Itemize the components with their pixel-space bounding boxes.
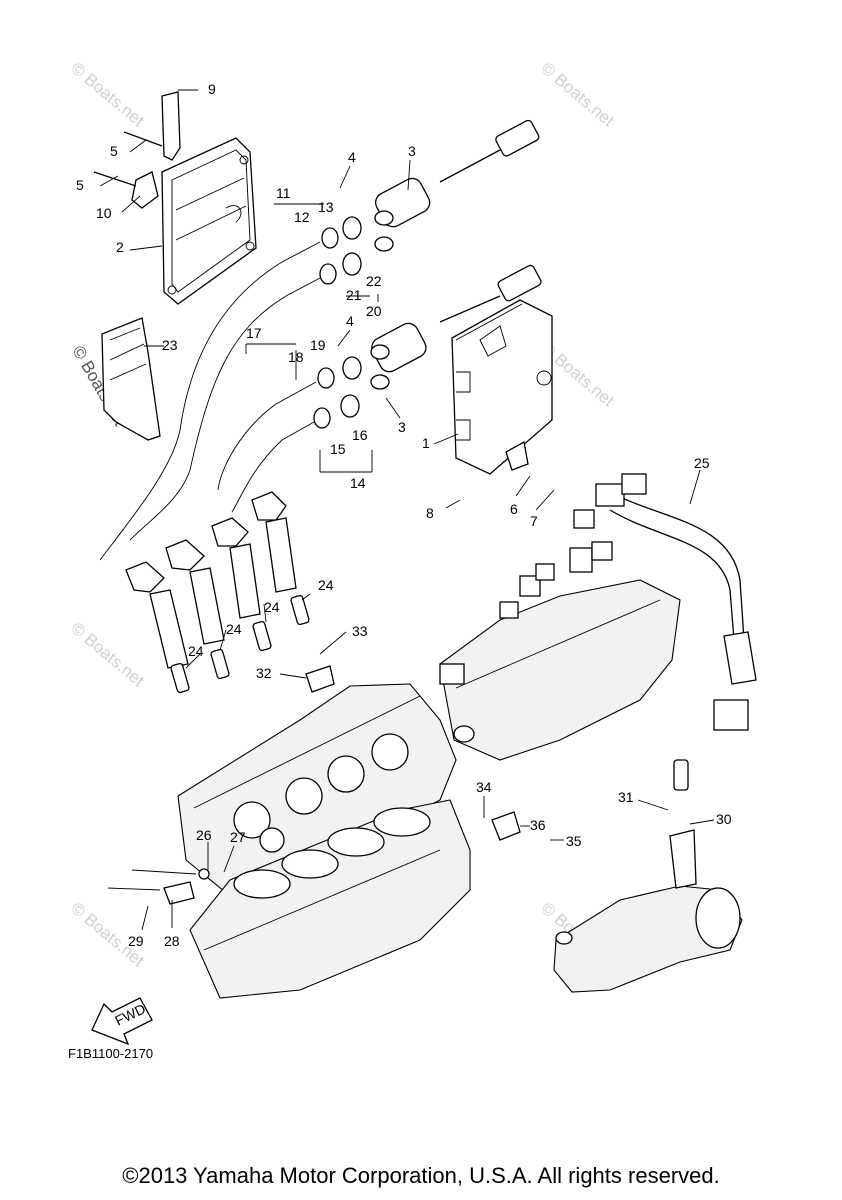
callout-24: 24 [318,577,334,593]
ecm-unit [451,299,553,475]
leader-lines [99,89,715,931]
callout-22: 22 [366,273,382,289]
callout-3: 3 [408,143,416,159]
callout-36: 36 [530,817,546,833]
sensors [107,665,697,905]
copyright-text: ©2013 Yamaha Motor Corporation, U.S.A. A… [122,1163,720,1188]
callout-30: 30 [716,811,732,827]
callout-16: 16 [352,427,368,443]
callout-20: 20 [366,303,382,319]
callout-4: 4 [346,313,354,329]
callout-11: 11 [276,185,291,201]
callout-6: 6 [510,501,518,517]
callout-15: 15 [330,441,346,457]
callout-17: 17 [246,325,262,341]
callout-31: 31 [618,789,634,805]
callout-5: 5 [76,177,84,193]
ignition-coil-lower [370,264,542,390]
callout-21: 21 [346,287,362,303]
callout-14: 14 [350,475,366,491]
callout-33: 33 [352,623,368,639]
callout-12: 12 [294,209,310,225]
callout-1: 1 [422,435,430,451]
intake-tube [553,885,743,993]
callout-23: 23 [162,337,178,353]
callout-29: 29 [128,933,144,949]
callout-2: 2 [116,239,124,255]
callout-24: 24 [264,599,280,615]
callout-25: 25 [694,455,710,471]
ecm-cover [161,137,257,305]
callout-7: 7 [530,513,538,529]
bracket [93,91,181,209]
cylinder-head [177,683,457,897]
callout-9: 9 [208,81,216,97]
watermark: © Boats.net [537,59,618,131]
callout-35: 35 [566,833,582,849]
spark-plugs [170,594,310,694]
diagram-code: F1B1100-2170 [68,1046,154,1061]
callout-28: 28 [164,933,180,949]
callout-10: 10 [96,205,112,221]
ignition-coil-upper [374,119,540,252]
callout-13: 13 [318,199,334,215]
callouts: 9 5 5 10 2 4 3 11 12 13 22 21 20 4 17 18… [76,81,732,949]
plug-caps [275,216,362,441]
callout-5: 5 [110,143,118,159]
ht-leads [99,261,287,561]
callout-32: 32 [256,665,272,681]
callout-26: 26 [196,827,212,843]
callout-27: 27 [230,829,246,845]
callout-8: 8 [426,505,434,521]
callout-18: 18 [288,349,304,365]
callout-3: 3 [398,419,406,435]
callout-19: 19 [310,337,326,353]
plug-boots [125,491,297,669]
callout-24: 24 [226,621,242,637]
fwd-arrow: FWD [91,997,153,1046]
lead-clamp [101,317,161,441]
intake-manifold [439,579,681,761]
callout-4: 4 [348,149,356,165]
callout-24: 24 [188,643,204,659]
watermark: © Boats.net [67,619,148,691]
cylinder-block [189,799,471,999]
watermark: © Boats.net [67,59,148,131]
wire-harness [499,473,757,731]
callout-34: 34 [476,779,492,795]
